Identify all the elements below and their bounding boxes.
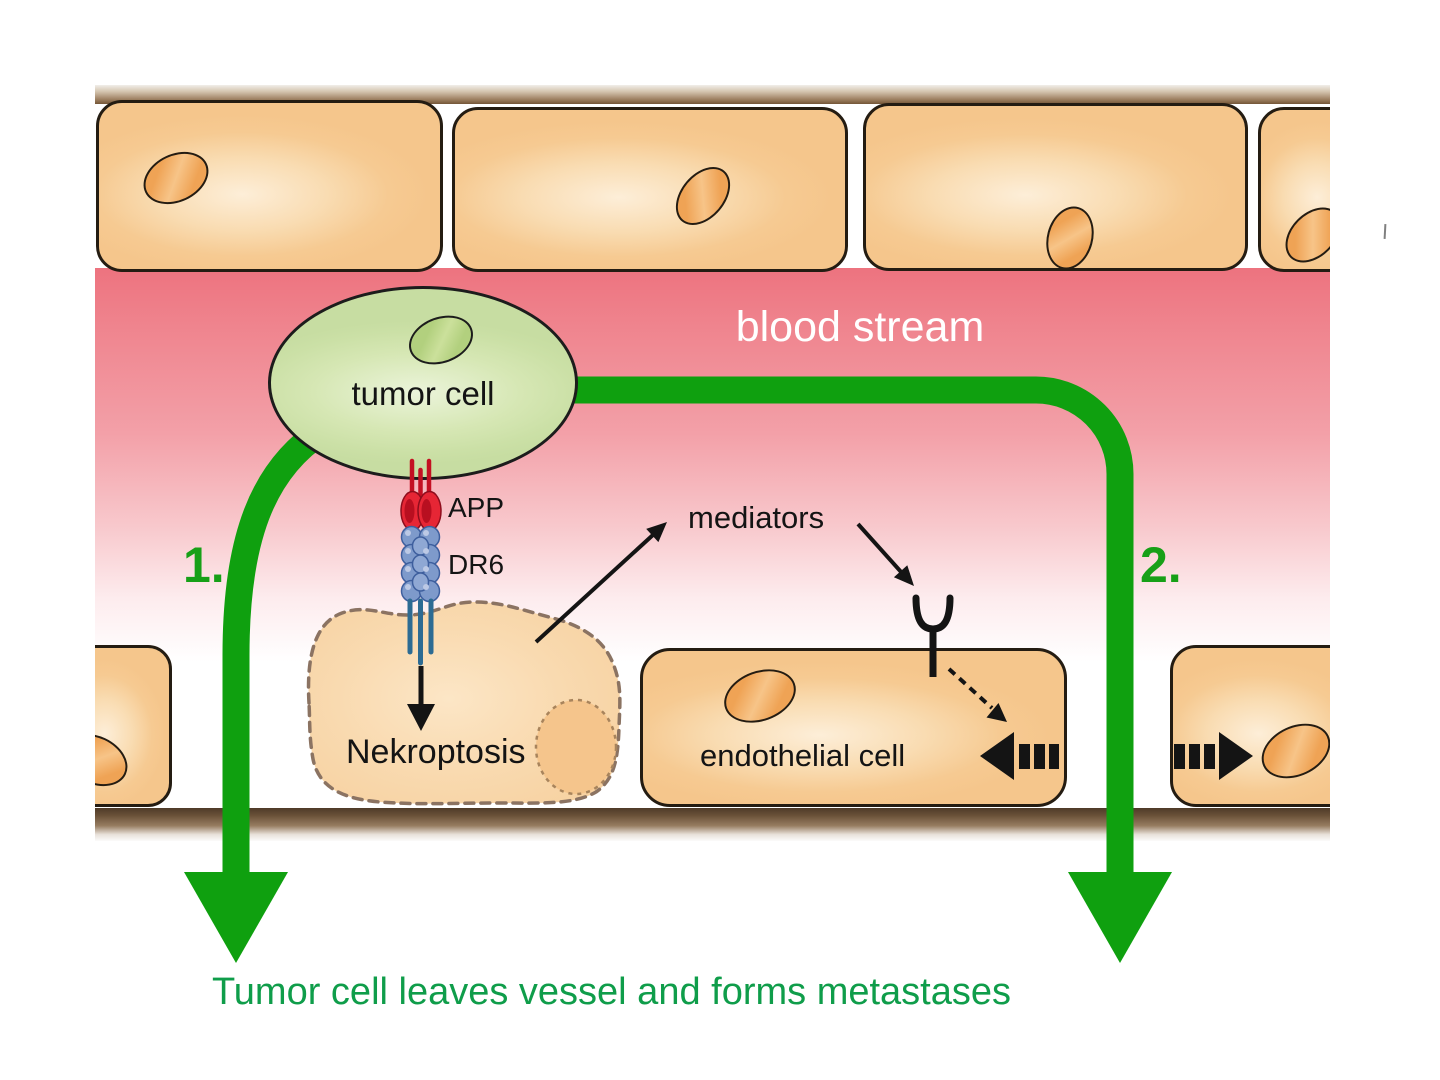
endothelial-cell-bottom-right [1170, 645, 1330, 807]
necroptosis-label: Nekroptosis [346, 733, 526, 771]
app-label: APP [448, 492, 505, 523]
tumor-cell-nucleus [402, 307, 480, 373]
vessel-wall-top [95, 85, 1330, 104]
dr6-label: DR6 [448, 549, 505, 580]
endothelial-cell-main [640, 648, 1067, 807]
cell-nucleus [135, 141, 217, 215]
tumor-cell-label: tumor cell [351, 375, 495, 412]
blood-vessel [95, 85, 1330, 841]
endothelial-cell-top-2 [452, 107, 848, 272]
mediators-label: mediators [688, 500, 825, 535]
blood-stream-label: blood stream [735, 303, 985, 351]
stray-mark [1383, 223, 1387, 240]
endothelial-cell-top-1 [96, 100, 443, 272]
cell-nucleus [716, 659, 804, 733]
vessel-wall-bottom [95, 808, 1330, 841]
tumor-cell: tumor cell [268, 286, 578, 480]
endothelial-cell-bottom-left [95, 645, 172, 807]
step-2-label: 2. [1140, 537, 1182, 593]
endothelial-cell-top-4 [1258, 107, 1330, 274]
step-1-label: 1. [183, 537, 225, 593]
endothelial-cell-top-3 [863, 103, 1248, 275]
cell-nucleus [1039, 201, 1101, 275]
caption-text: Tumor cell leaves vessel and forms metas… [212, 971, 1012, 1013]
cell-nucleus [1252, 713, 1330, 789]
cell-nucleus [95, 723, 136, 797]
cell-nucleus [1274, 196, 1330, 274]
endothelial-cell-label: endothelial cell [700, 738, 906, 773]
cell-nucleus [664, 156, 742, 236]
